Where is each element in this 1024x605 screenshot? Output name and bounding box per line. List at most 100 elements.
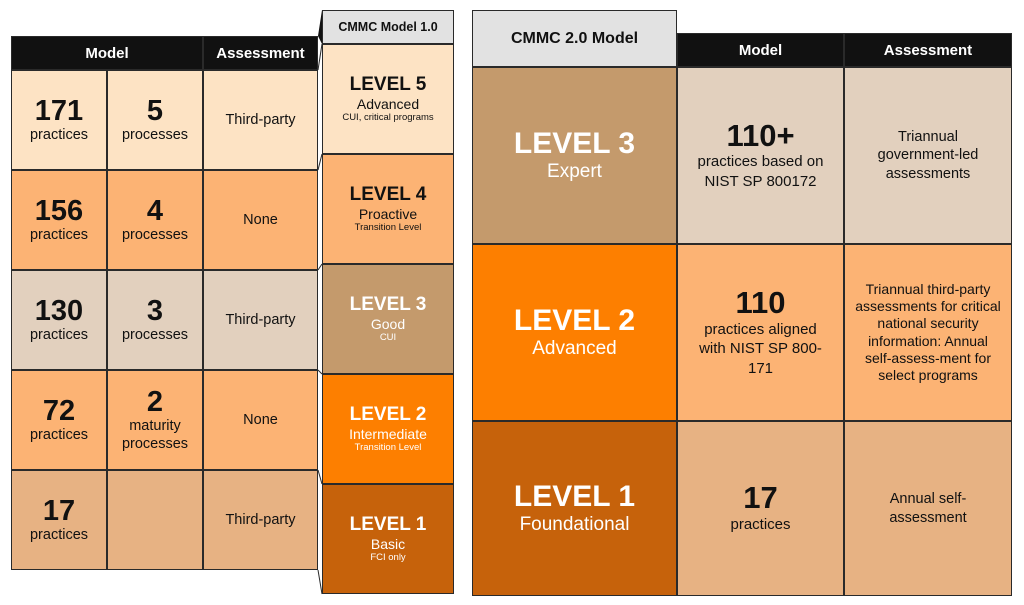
practices-label: practices xyxy=(29,327,89,344)
practices-label: practices xyxy=(29,527,89,544)
level-title: LEVEL 2 xyxy=(513,303,636,337)
left-row-5-processes xyxy=(107,470,203,570)
cmmc-1-level-3: LEVEL 3 Good CUI xyxy=(322,264,454,374)
cmmc-1-title-text: CMMC Model 1.0 xyxy=(338,20,438,34)
cmmc-2-header-assessment: Assessment xyxy=(844,33,1012,67)
left-row-1-practices: 171 practices xyxy=(11,70,107,170)
cmmc-2-level-2-assessment: Triannual third-party assessments for cr… xyxy=(844,244,1012,421)
model-practice-text: practices based on NIST SP 800172 xyxy=(697,153,824,190)
left-row-4-practices: 72 practices xyxy=(11,370,107,470)
model-practice-text: practices aligned with NIST SP 800-171 xyxy=(699,320,822,377)
header-connector-wedge xyxy=(318,10,322,44)
level-name: Expert xyxy=(547,160,602,182)
cmmc-1-level-4: LEVEL 4 Proactive Transition Level xyxy=(322,154,454,264)
practices-label: practices xyxy=(29,427,89,444)
cmmc-2-title-text: CMMC 2.0 Model xyxy=(510,29,639,47)
assessment-text: None xyxy=(243,411,278,428)
model-practice-count: 110 xyxy=(735,284,786,320)
assessment-text: Third-party xyxy=(225,111,296,128)
level-name: Advanced xyxy=(532,337,617,359)
assessment-text: Third-party xyxy=(225,511,296,528)
model-practice-count: 17 xyxy=(743,480,778,516)
cmmc-2-level-1-model: 17 practices xyxy=(677,421,844,596)
assessment-text: Triannual government-led assessments xyxy=(877,129,979,182)
level-name: Advanced xyxy=(356,95,420,112)
left-row-1-processes: 5 processes xyxy=(107,70,203,170)
level-title: LEVEL 4 xyxy=(349,183,427,205)
level-subtitle: Transition Level xyxy=(354,221,422,233)
left-header-model: Model xyxy=(11,36,203,70)
cmmc-1-level-5: LEVEL 5 Advanced CUI, critical programs xyxy=(322,44,454,154)
level-name: Proactive xyxy=(358,205,418,222)
processes-label: processes xyxy=(121,227,189,244)
level-subtitle: Transition Level xyxy=(354,441,422,453)
level-name: Foundational xyxy=(519,513,630,535)
cmmc-1-level-2: LEVEL 2 Intermediate Transition Level xyxy=(322,374,454,484)
level-subtitle: CUI, critical programs xyxy=(342,111,434,123)
cmmc-2-level-2: LEVEL 2 Advanced xyxy=(472,244,677,421)
level-name: Good xyxy=(370,315,406,332)
practices-count: 130 xyxy=(34,294,84,327)
cmmc-2-level-1-assessment: Annual self-assessment xyxy=(844,421,1012,596)
left-row-2-processes: 4 processes xyxy=(107,170,203,270)
left-row-5-assessment: Third-party xyxy=(203,470,318,570)
level-name: Basic xyxy=(370,535,406,552)
left-row-3-assessment: Third-party xyxy=(203,270,318,370)
processes-count: 4 xyxy=(146,194,164,227)
cmmc-2-level-3-model: 110+ practices based on NIST SP 800172 xyxy=(677,67,844,244)
left-row-4-assessment: None xyxy=(203,370,318,470)
left-row-3-processes: 3 processes xyxy=(107,270,203,370)
left-row-5-practices: 17 practices xyxy=(11,470,107,570)
assessment-text: None xyxy=(243,211,278,228)
left-row-4-processes: 2 maturity processes xyxy=(107,370,203,470)
left-header-model-label: Model xyxy=(85,44,129,62)
practices-count: 156 xyxy=(34,194,84,227)
practices-count: 171 xyxy=(34,94,84,127)
level-title: LEVEL 5 xyxy=(349,73,427,95)
processes-count: 2 xyxy=(146,385,164,418)
level-title: LEVEL 1 xyxy=(513,479,636,513)
level-subtitle: CUI xyxy=(379,331,397,343)
processes-count: 5 xyxy=(146,94,164,127)
processes-label: maturity processes xyxy=(121,418,189,453)
left-row-2-practices: 156 practices xyxy=(11,170,107,270)
level-title: LEVEL 3 xyxy=(513,126,636,160)
assessment-text: Triannual third-party assessments for cr… xyxy=(855,281,1001,383)
processes-label: processes xyxy=(121,327,189,344)
level-title: LEVEL 3 xyxy=(349,293,427,315)
left-header-assessment: Assessment xyxy=(203,36,318,70)
cmmc-2-header-model: Model xyxy=(677,33,844,67)
cmmc-2-header-model-label: Model xyxy=(738,41,783,59)
cmmc-2-level-3: LEVEL 3 Expert xyxy=(472,67,677,244)
practices-label: practices xyxy=(29,227,89,244)
level-name: Intermediate xyxy=(349,425,427,442)
cmmc-2-level-3-assessment: Triannual government-led assessments xyxy=(844,67,1012,244)
connector-line xyxy=(317,469,323,485)
practices-label: practices xyxy=(29,127,89,144)
connector-line xyxy=(317,263,323,271)
processes-label: processes xyxy=(121,127,189,144)
cmmc-2-level-2-model: 110 practices aligned with NIST SP 800-1… xyxy=(677,244,844,421)
connector-line xyxy=(317,569,323,595)
assessment-text: Third-party xyxy=(225,311,296,328)
level-title: LEVEL 2 xyxy=(349,403,427,425)
connector-line xyxy=(317,369,323,375)
left-row-2-assessment: None xyxy=(203,170,318,270)
level-subtitle: FCI only xyxy=(370,551,406,563)
connector-line xyxy=(317,43,323,71)
model-practice-count: 110+ xyxy=(726,117,795,153)
cmmc-2-level-1: LEVEL 1 Foundational xyxy=(472,421,677,596)
cmmc-1-level-1: LEVEL 1 Basic FCI only xyxy=(322,484,454,594)
left-header-assessment-label: Assessment xyxy=(216,44,305,62)
level-title: LEVEL 1 xyxy=(349,513,427,535)
model-practice-text: practices xyxy=(730,516,791,534)
left-row-3-practices: 130 practices xyxy=(11,270,107,370)
connector-line xyxy=(317,153,323,171)
assessment-text: Annual self-assessment xyxy=(889,491,967,526)
cmmc-2-title: CMMC 2.0 Model xyxy=(472,10,677,67)
left-row-1-assessment: Third-party xyxy=(203,70,318,170)
practices-count: 17 xyxy=(42,494,76,527)
cmmc-2-header-assessment-label: Assessment xyxy=(883,41,973,59)
cmmc-1-title: CMMC Model 1.0 xyxy=(322,10,454,44)
